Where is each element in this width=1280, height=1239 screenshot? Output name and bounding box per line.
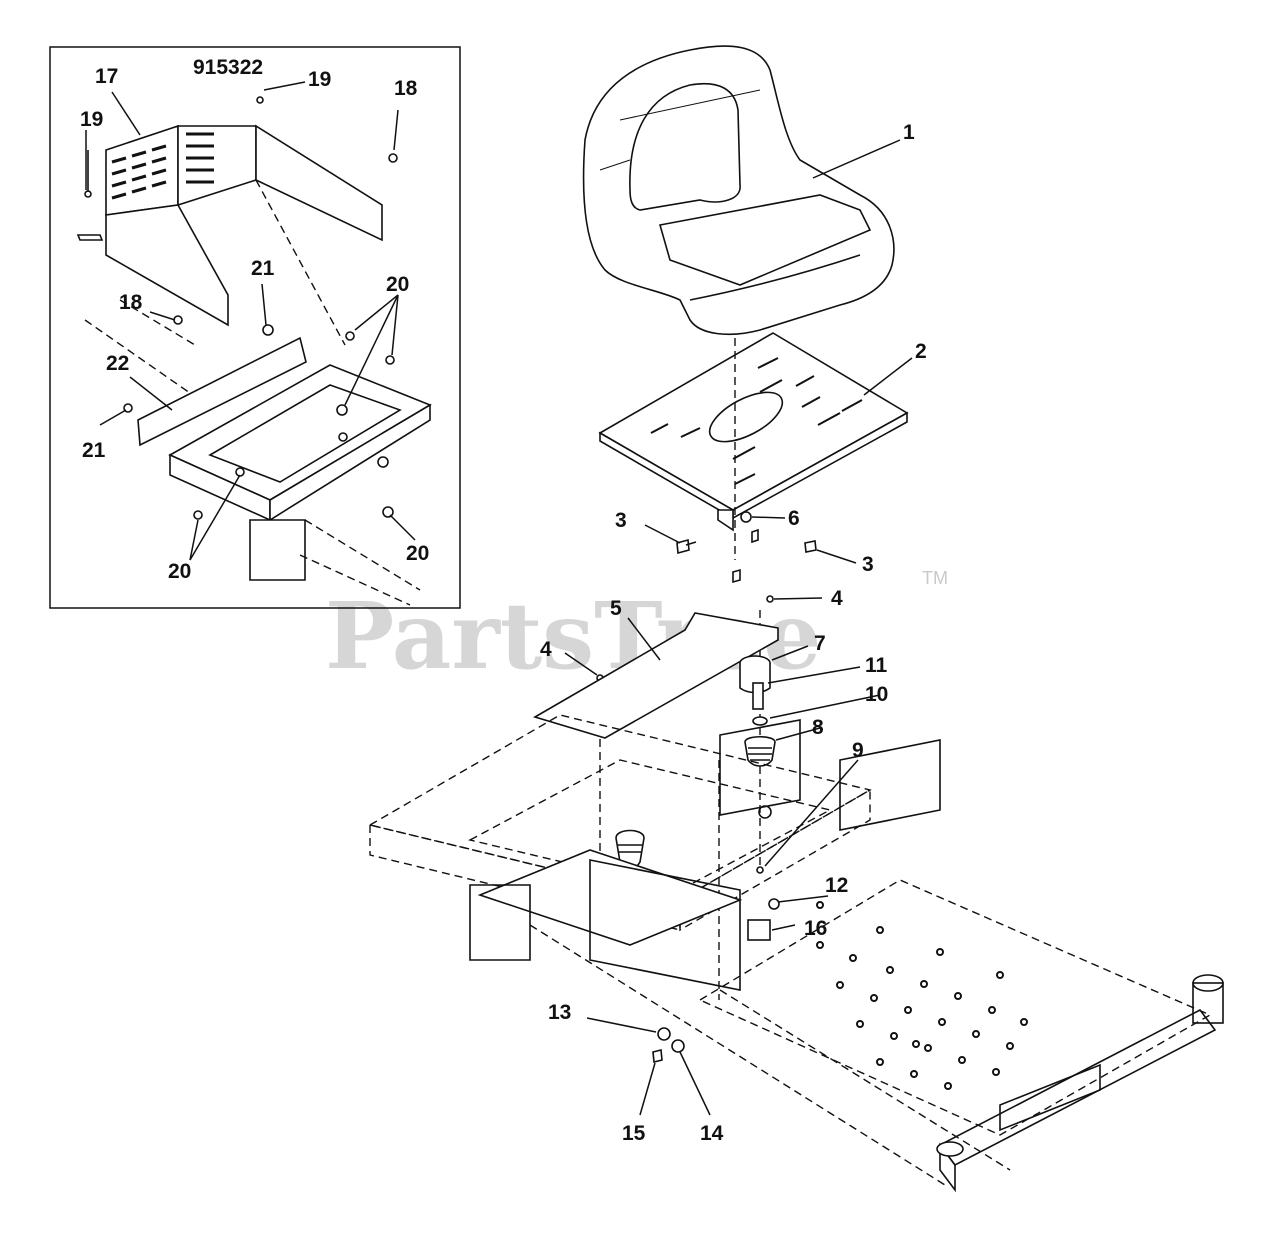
inset-hardware xyxy=(76,96,398,520)
callout-15: 15 xyxy=(622,1122,646,1145)
callout-3: 3 xyxy=(615,509,627,532)
callout-1: 1 xyxy=(903,121,915,144)
callout-18: 18 xyxy=(394,77,418,100)
callout-20: 20 xyxy=(168,560,191,583)
callout-10: 10 xyxy=(865,683,888,706)
seat-pan xyxy=(598,332,909,532)
callout-19: 19 xyxy=(80,108,103,131)
callout-9: 9 xyxy=(852,739,864,762)
callout-22: 22 xyxy=(106,352,129,375)
callout-12: 12 xyxy=(825,874,848,897)
callout-16: 16 xyxy=(804,917,827,940)
callout-5: 5 xyxy=(610,597,622,620)
inset-seat-shroud xyxy=(105,124,383,327)
suspension-stack xyxy=(615,655,776,871)
callout-7: 7 xyxy=(814,632,826,655)
callout-2: 2 xyxy=(915,340,927,363)
callout-18: 18 xyxy=(119,291,143,314)
callout-6: 6 xyxy=(788,507,800,530)
callout-14: 14 xyxy=(700,1122,724,1145)
callout-11: 11 xyxy=(865,654,888,677)
callout-3: 3 xyxy=(862,553,874,576)
watermark-trademark: TM xyxy=(922,568,948,588)
leader-lines xyxy=(564,139,913,1116)
callout-13: 13 xyxy=(548,1001,571,1024)
seat-support-plate xyxy=(532,612,779,739)
inset-rear-plate xyxy=(137,336,307,447)
callout-4: 4 xyxy=(540,638,552,661)
callout-labels: 1 2 3 3 4 4 5 6 7 8 9 10 11 12 13 14 15 … xyxy=(80,65,927,1145)
callout-20: 20 xyxy=(406,542,429,565)
callout-19: 19 xyxy=(308,68,331,91)
mower-frame xyxy=(368,714,1224,1193)
inset-panel: 915322 xyxy=(49,46,461,609)
callout-4: 4 xyxy=(831,587,843,610)
seat xyxy=(582,45,895,336)
callout-21: 21 xyxy=(251,257,275,280)
inset-frame xyxy=(168,364,432,606)
callout-21: 21 xyxy=(82,439,106,462)
callout-20: 20 xyxy=(386,273,409,296)
inset-part-number: 915322 xyxy=(193,56,263,79)
callout-8: 8 xyxy=(812,716,824,739)
callout-17: 17 xyxy=(95,65,118,88)
lower-hardware xyxy=(652,805,780,1064)
